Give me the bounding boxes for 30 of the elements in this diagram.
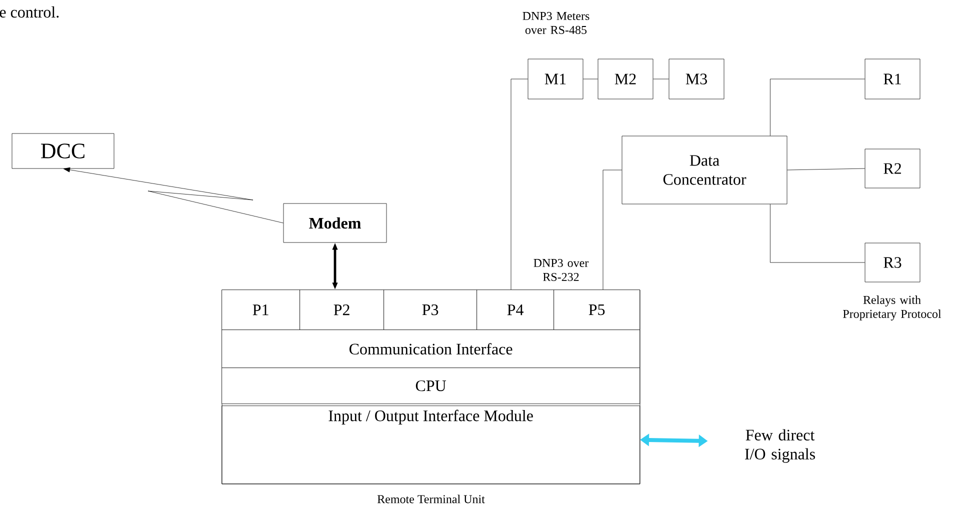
relay-box: R3 (864, 242, 920, 282)
signals-text: Few direct I/O signals (745, 429, 815, 463)
unit-caption: Remote Terminal Unit (377, 494, 485, 504)
connector-line (510, 78, 528, 290)
connector-line (583, 78, 598, 80)
connector-line (770, 204, 865, 263)
connector-line (770, 78, 865, 136)
relay-box: R1 (864, 58, 920, 100)
destination-box: DCC (12, 133, 114, 169)
body-text: e control. (0, 6, 59, 18)
connector-line (787, 168, 865, 170)
port-box: P4 (476, 290, 554, 330)
meter-box: M2 (598, 58, 654, 100)
concentrator-box: Data Concentrator (622, 136, 788, 204)
relay-box: R2 (864, 148, 920, 188)
link-arrow (63, 167, 284, 224)
module-box: Input / Output Interface Module (222, 406, 640, 484)
meter-box: M3 (668, 58, 724, 100)
link-caption: DNP3 over RS-232 (534, 258, 589, 282)
meter-box: M1 (528, 58, 584, 100)
port-box: P5 (554, 290, 640, 330)
port-box: P3 (384, 290, 477, 330)
cpu-box: CPU (222, 368, 640, 404)
connector-line (602, 170, 622, 290)
connector-line (653, 78, 669, 80)
group-caption: Relays with Proprietary Protocol (843, 296, 942, 320)
port-box: P2 (300, 290, 384, 330)
group-caption: DNP3 Meters over RS-485 (522, 12, 590, 34)
modem-box: Modem (283, 203, 387, 243)
port-box: P1 (222, 290, 300, 330)
